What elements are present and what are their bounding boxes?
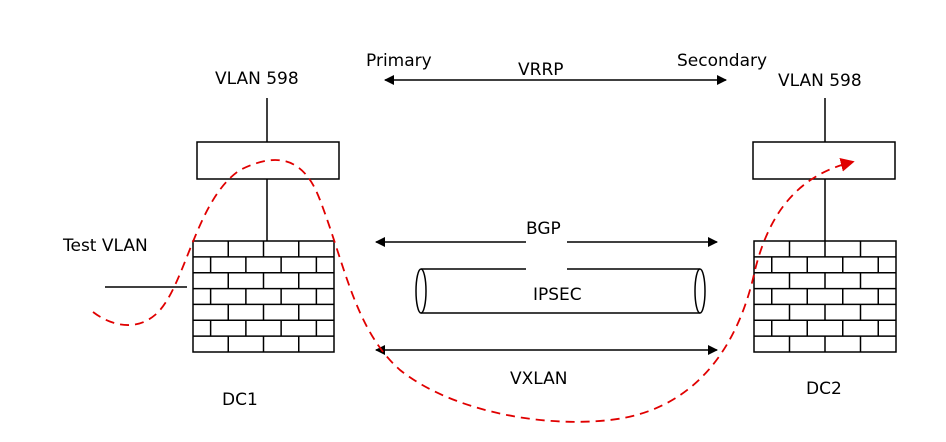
traffic-path-arrow bbox=[92, 157, 855, 423]
dc2-firewall-icon bbox=[753, 240, 897, 353]
vrrp-label: VRRP bbox=[518, 60, 564, 80]
dc1-router-box-icon bbox=[196, 141, 340, 180]
primary-label: Primary bbox=[366, 51, 432, 71]
dc1-firewall-icon bbox=[192, 240, 335, 353]
ipsec-tunnel-icon bbox=[415, 268, 706, 314]
test-vlan-label: Test VLAN bbox=[62, 236, 148, 256]
vxlan-label: VXLAN bbox=[510, 369, 567, 389]
firewall-brick bbox=[753, 240, 897, 353]
bgp-label: BGP bbox=[526, 219, 561, 239]
dc1-vlan-label: VLAN 598 bbox=[215, 69, 299, 89]
firewall-brick bbox=[192, 240, 335, 353]
dc2-vlan-label: VLAN 598 bbox=[778, 71, 862, 91]
dc2-router-box-icon bbox=[752, 141, 896, 180]
ipsec-label: IPSEC bbox=[533, 285, 582, 305]
dc1-label: DC1 bbox=[222, 390, 258, 410]
secondary-label: Secondary bbox=[677, 51, 767, 71]
dc2-label: DC2 bbox=[806, 379, 842, 399]
